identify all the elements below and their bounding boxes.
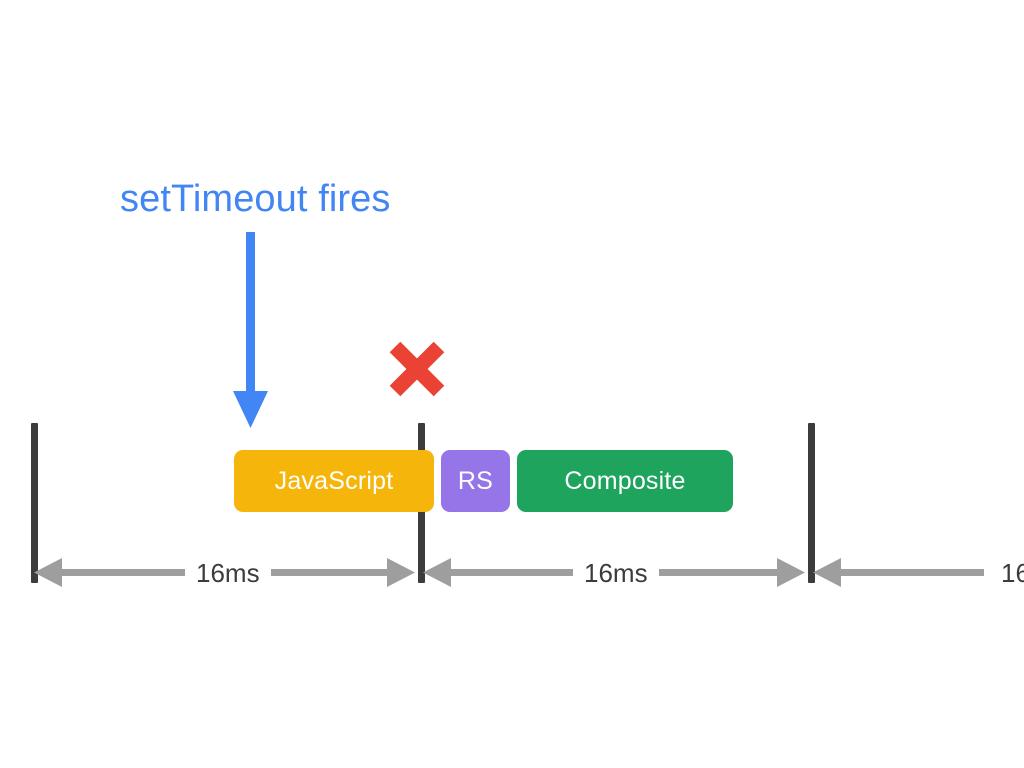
interval-frame-2-label: 16ms <box>573 556 659 590</box>
interval-frame-1: 16ms <box>31 556 418 590</box>
recalc-style-bar[interactable]: RS <box>441 450 510 512</box>
frame-tick-0 <box>31 423 38 583</box>
composite-bar[interactable]: Composite <box>517 450 733 512</box>
down-arrow-icon <box>222 232 278 432</box>
interval-frame-1-label: 16ms <box>185 556 271 590</box>
recalc-style-bar-label: RS <box>457 466 494 495</box>
interval-frame-3: 16 <box>808 556 1024 590</box>
javascript-bar[interactable]: JavaScript <box>234 450 434 512</box>
settimeout-fires-label: setTimeout fires <box>120 178 391 220</box>
red-x-icon <box>386 338 448 400</box>
interval-frame-2: 16ms <box>418 556 808 590</box>
left-arrow-icon <box>813 558 984 587</box>
javascript-bar-label: JavaScript <box>274 466 394 495</box>
composite-bar-label: Composite <box>564 466 686 495</box>
interval-frame-3-label: 16 <box>990 556 1024 590</box>
frame-tick-2 <box>808 423 815 583</box>
